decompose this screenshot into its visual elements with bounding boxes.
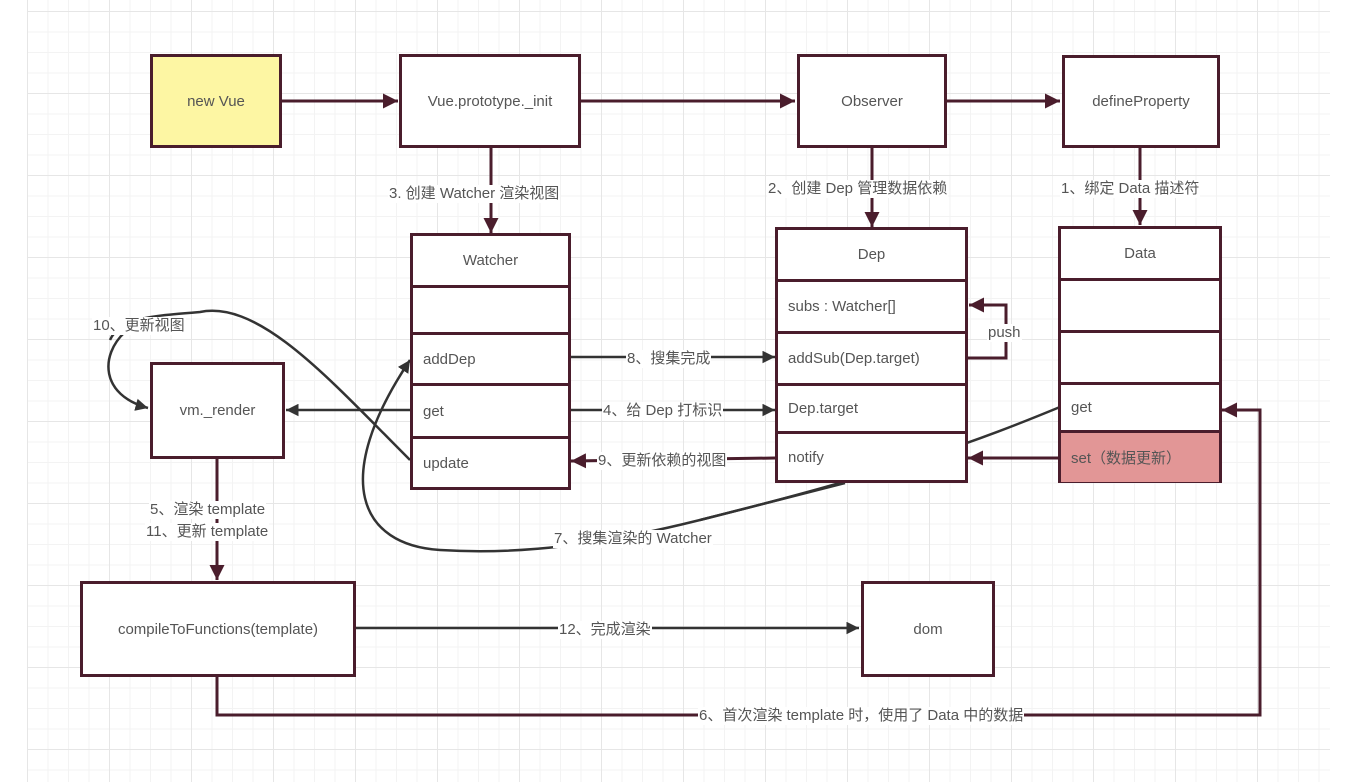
label-step6: 6、首次渲染 template 时，使用了 Data 中的数据 [698, 707, 1025, 725]
data-row-get[interactable]: get [1061, 382, 1219, 430]
label-step3: 3. 创建 Watcher 渲染视图 [388, 185, 561, 203]
label-step5: 5、渲染 template [149, 501, 267, 519]
node-new-vue-label: new Vue [187, 92, 245, 110]
label-step8: 8、搜集完成 [626, 350, 712, 368]
dep-row-addsub[interactable]: addSub(Dep.target) [778, 331, 965, 383]
node-new-vue[interactable]: new Vue [150, 54, 282, 148]
node-vm-render[interactable]: vm._render [150, 362, 285, 459]
class-dep[interactable]: Dep subs : Watcher[] addSub(Dep.target) … [775, 227, 968, 483]
watcher-row-empty [413, 285, 568, 332]
node-define-property-label: defineProperty [1092, 93, 1190, 110]
node-dom-label: dom [913, 620, 943, 638]
node-observer-label: Observer [841, 92, 903, 110]
label-step1: 1、绑定 Data 描述符 [1060, 180, 1201, 198]
node-init-label: Vue.prototype._init [427, 92, 553, 110]
watcher-row-get[interactable]: get [413, 383, 568, 436]
data-row-empty-2 [1061, 330, 1219, 382]
node-compile-label: compileToFunctions(template) [117, 620, 319, 638]
label-step7: 7、搜集渲染的 Watcher [553, 530, 713, 548]
node-define-property[interactable]: defineProperty [1062, 55, 1220, 148]
node-observer[interactable]: Observer [797, 54, 947, 148]
data-title: Data [1124, 245, 1156, 262]
label-step12: 12、完成渲染 [558, 621, 652, 639]
dep-title: Dep [857, 246, 886, 263]
node-vm-render-label: vm._render [179, 402, 256, 419]
node-dom[interactable]: dom [861, 581, 995, 677]
canvas-margin-right [1330, 0, 1352, 782]
label-step4: 4、给 Dep 打标识 [602, 402, 724, 420]
label-step9: 9、更新依赖的视图 [597, 452, 728, 470]
watcher-title: Watcher [462, 252, 519, 269]
node-compile-to-functions[interactable]: compileToFunctions(template) [80, 581, 356, 677]
watcher-row-adddep[interactable]: addDep [413, 332, 568, 383]
class-watcher[interactable]: Watcher addDep get update [410, 233, 571, 490]
label-push: push [987, 324, 1022, 342]
watcher-row-update[interactable]: update [413, 436, 568, 488]
node-vue-prototype-init[interactable]: Vue.prototype._init [399, 54, 581, 148]
data-row-empty-1 [1061, 278, 1219, 330]
label-step10: 10、更新视图 [92, 317, 186, 335]
canvas-margin-left [0, 0, 27, 782]
dep-row-notify[interactable]: notify [778, 431, 965, 481]
data-row-set[interactable]: set（数据更新） [1061, 430, 1219, 482]
label-step2: 2、创建 Dep 管理数据依赖 [767, 180, 949, 198]
label-step11: 11、更新 template [145, 523, 270, 541]
class-data[interactable]: Data get set（数据更新） [1058, 226, 1222, 483]
dep-row-subs[interactable]: subs : Watcher[] [778, 279, 965, 331]
dep-row-target[interactable]: Dep.target [778, 383, 965, 431]
